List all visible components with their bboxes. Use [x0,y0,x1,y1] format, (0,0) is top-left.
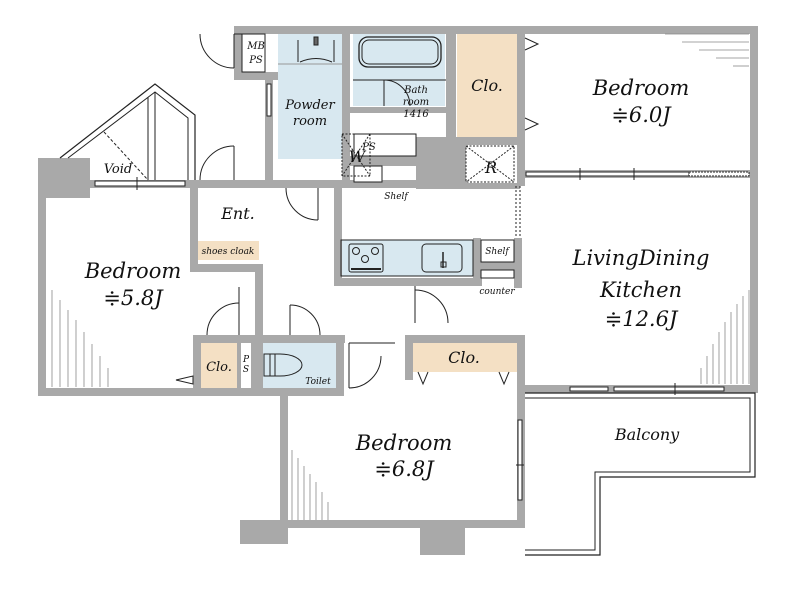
powder-room-line1: Powder [284,98,335,113]
closet-ne-fill [457,33,517,137]
closet-s-fill [413,342,517,372]
powder-room-line2: room [293,114,327,129]
toilet-name: Toilet [305,377,331,387]
bedroom-s-name: Bedroom [355,431,453,455]
ps-label: PS [361,142,376,153]
powder-room-fill [278,33,342,159]
bathroom-fill [353,33,445,106]
entrance-name: Ent. [220,204,255,223]
toilet-fill [258,343,336,388]
closet-w-label: Clo. [206,360,232,375]
washer-label: W [349,147,367,166]
shelf-kitchen-label: Shelf [485,247,510,257]
labels: Bedroom ≑6.0J Bedroom ≑5.8J Bedroom ≑6.8… [84,41,710,481]
bathroom-line2: room [403,97,429,108]
ldk-name-line1: LivingDining [572,246,710,270]
void-name: Void [104,162,133,177]
bedroom-s-size: ≑6.8J [374,457,435,481]
ps-small-line1: P [242,355,250,365]
bathroom-line3: 1416 [403,109,429,120]
room-fills [197,33,517,388]
mb-ps-line1: MB [246,41,265,52]
closet-w-fill [201,343,237,388]
bedroom-w-name: Bedroom [84,259,182,283]
ldk-name-line2: Kitchen [599,278,682,302]
mb-ps-line2: PS [248,55,263,66]
outlines [51,33,756,556]
shelf-upper-label: Shelf [384,192,409,202]
bedroom-w-size: ≑5.8J [103,286,164,310]
fridge-label: R [484,158,497,177]
bedroom-ne-name: Bedroom [592,76,690,100]
ps-small-line2: S [243,365,249,375]
closet-s-label: Clo. [448,348,480,367]
bathroom-line1: Bath [403,85,428,96]
counter-label: counter [479,287,515,297]
bedroom-ne-size: ≑6.0J [611,103,672,127]
balcony-name: Balcony [614,425,680,444]
shoes-cloak-fill [197,241,259,260]
closet-ne-label: Clo. [471,76,503,95]
kitchen-counter-fill [341,240,473,276]
ldk-size: ≑12.6J [605,307,679,331]
shoes-cloak-label: shoes cloak [202,247,255,257]
